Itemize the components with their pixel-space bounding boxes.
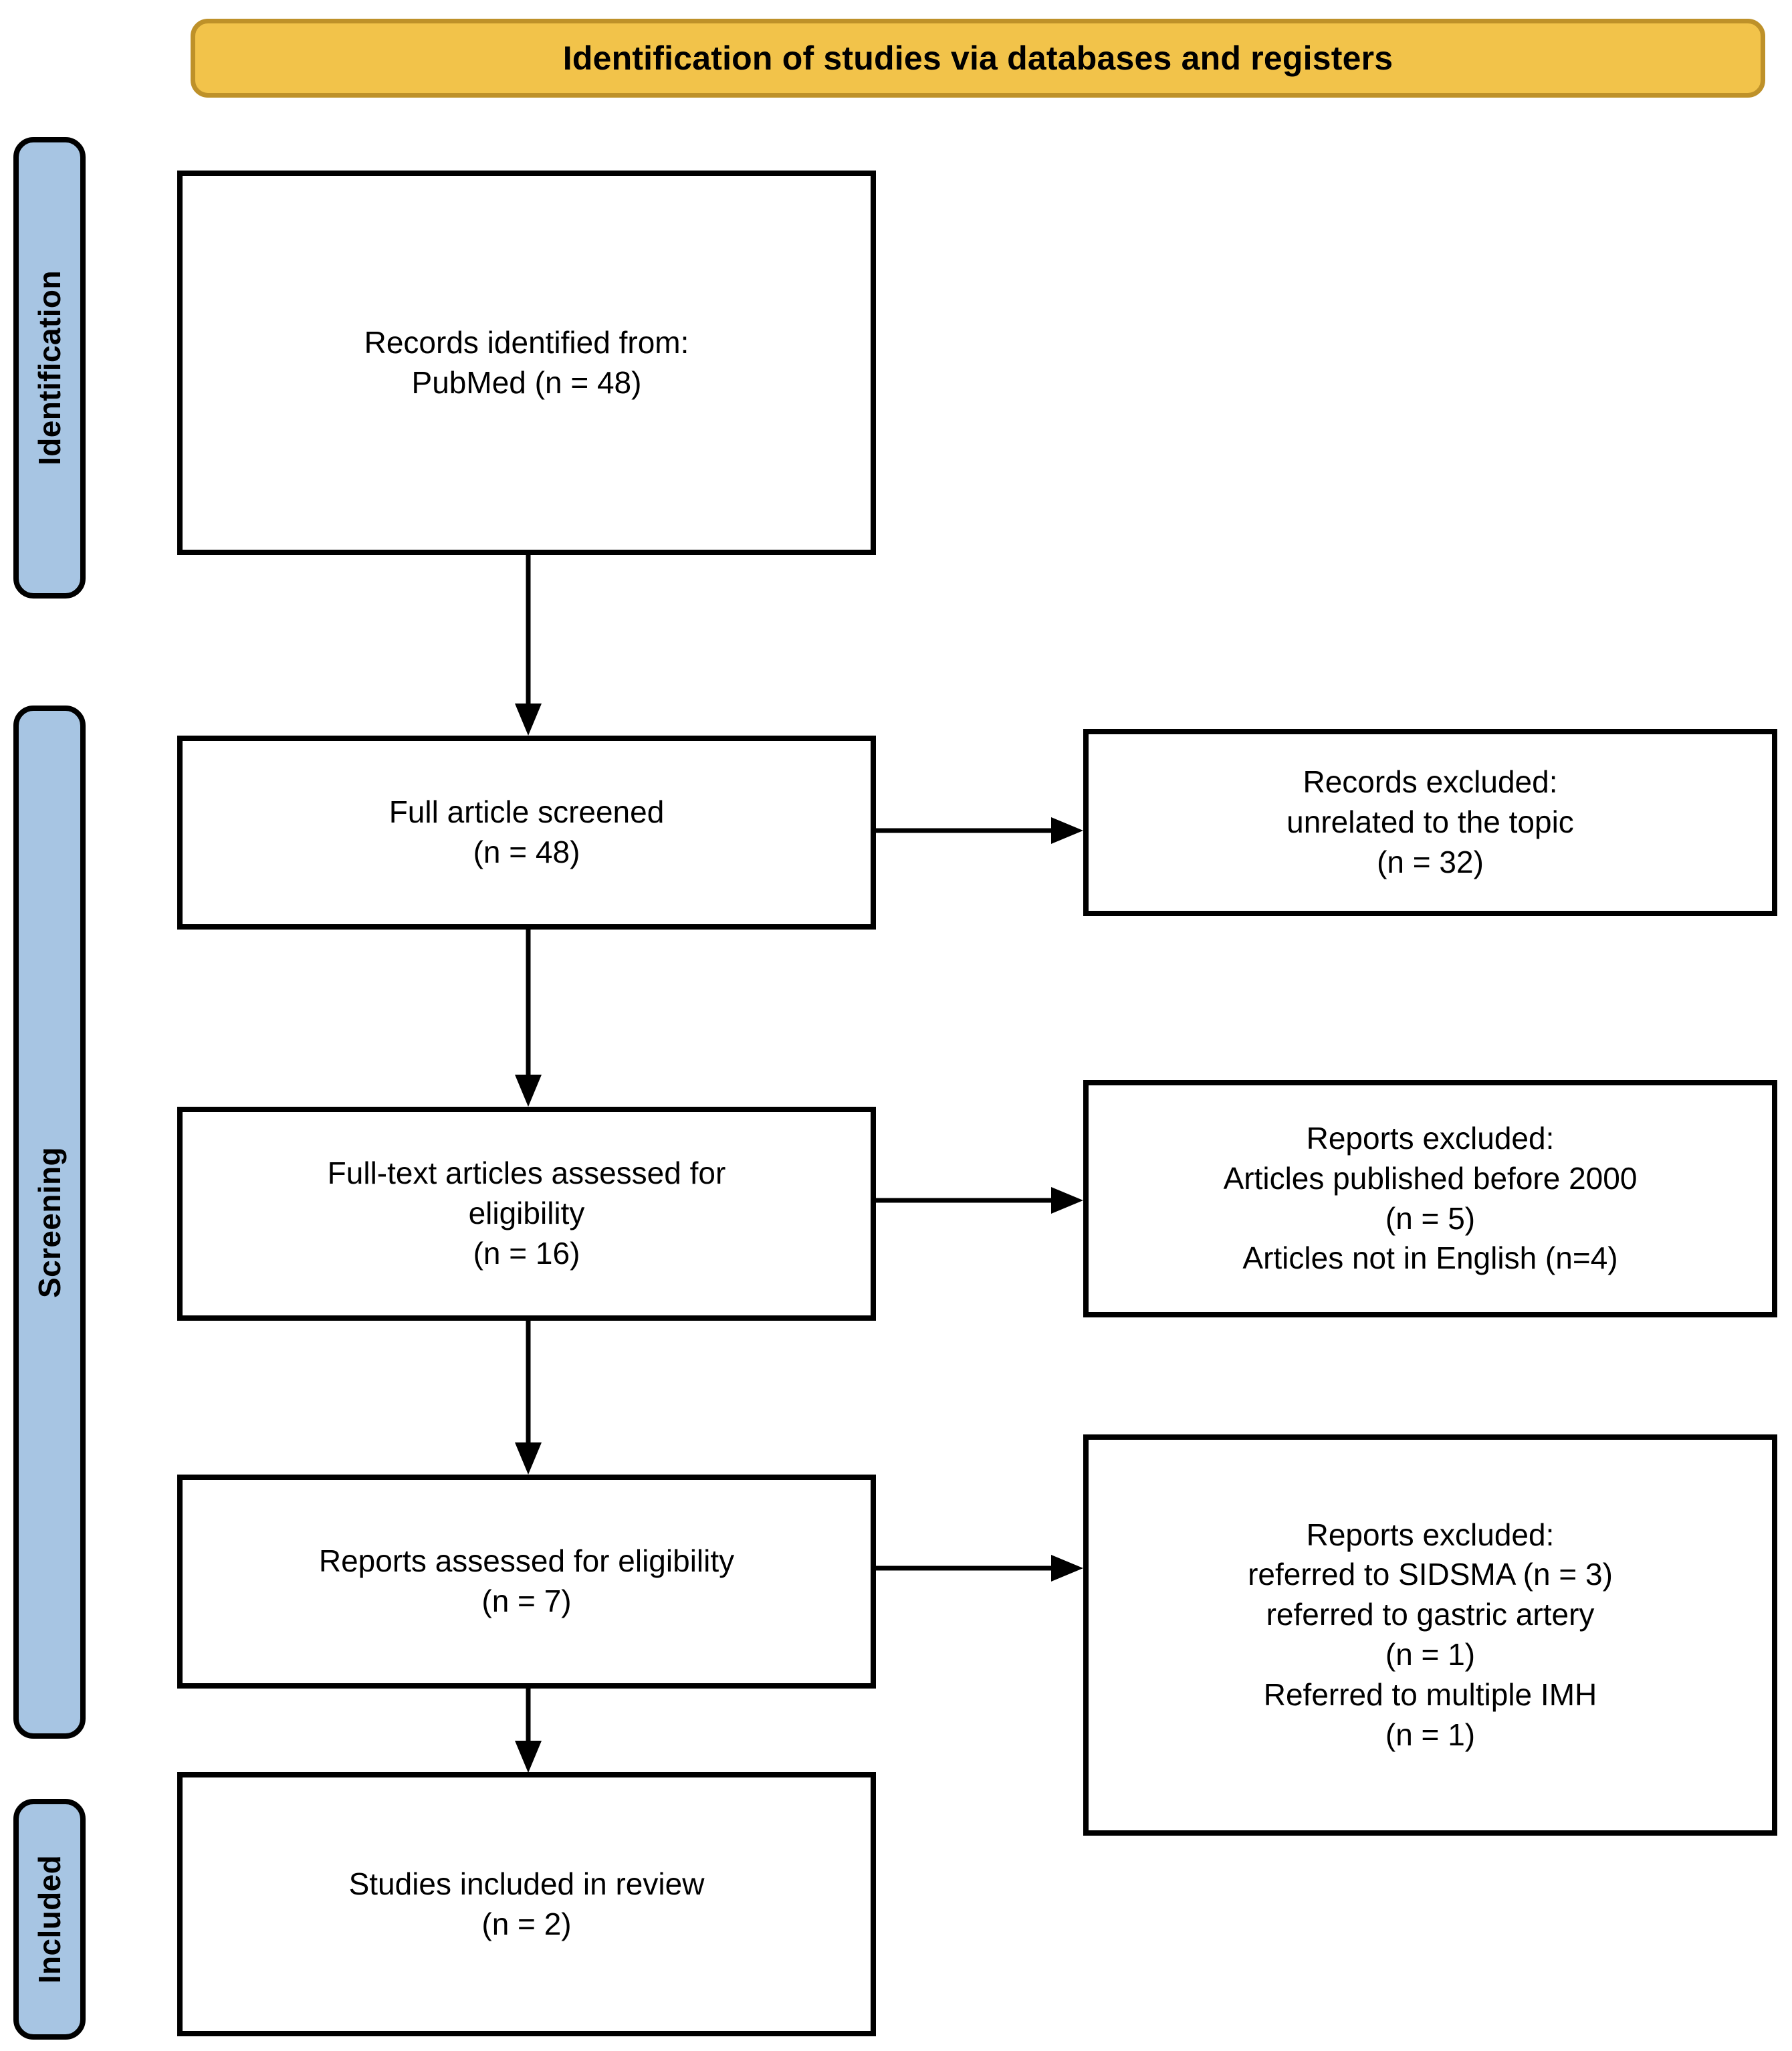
stage-label-included: Included: [13, 1799, 86, 2040]
box-full-article-screened-text: Full article screened (n = 48): [388, 794, 665, 869]
arrow-reports-to-excluded: [876, 1555, 1087, 1582]
box-studies-included: Studies included in review (n = 2): [177, 1772, 876, 2036]
arrow-screened-to-excluded: [876, 817, 1087, 844]
arrow-fulltext-to-reports: [515, 1321, 542, 1478]
arrow-reports-to-included: [515, 1689, 542, 1775]
stage-label-identification-text: Identification: [32, 270, 68, 465]
box-records-excluded-text: Records excluded: unrelated to the topic…: [1286, 764, 1574, 879]
box-records-identified: Records identified from: PubMed (n = 48): [177, 171, 876, 555]
arrow-identified-to-screened: [515, 555, 542, 739]
stage-label-included-text: Included: [32, 1854, 68, 1984]
box-fulltext-assessed: Full-text articles assessed for eligibil…: [177, 1107, 876, 1321]
diagram-header-banner: Identification of studies via databases …: [191, 19, 1765, 98]
box-reports-excluded-eligibility: Reports excluded: referred to SIDSMA (n …: [1083, 1434, 1777, 1836]
box-reports-excluded-screening: Reports excluded: Articles published bef…: [1083, 1080, 1777, 1317]
box-reports-excluded-screening-text: Reports excluded: Articles published bef…: [1223, 1120, 1638, 1276]
box-records-excluded: Records excluded: unrelated to the topic…: [1083, 729, 1777, 916]
box-studies-included-text: Studies included in review (n = 2): [348, 1866, 705, 1941]
stage-label-identification: Identification: [13, 137, 86, 599]
stage-label-screening: Screening: [13, 706, 86, 1739]
arrow-screened-to-fulltext: [515, 930, 542, 1110]
arrow-fulltext-to-excluded: [876, 1187, 1087, 1214]
diagram-title: Identification of studies via databases …: [562, 39, 1393, 77]
box-records-identified-text: Records identified from: PubMed (n = 48): [364, 324, 689, 400]
stage-label-screening-text: Screening: [32, 1146, 68, 1298]
box-fulltext-assessed-text: Full-text articles assessed for eligibil…: [327, 1156, 726, 1271]
box-reports-excluded-eligibility-text: Reports excluded: referred to SIDSMA (n …: [1248, 1517, 1613, 1752]
box-full-article-screened: Full article screened (n = 48): [177, 736, 876, 930]
box-reports-assessed-text: Reports assessed for eligibility (n = 7): [318, 1543, 735, 1618]
box-reports-assessed: Reports assessed for eligibility (n = 7): [177, 1475, 876, 1689]
